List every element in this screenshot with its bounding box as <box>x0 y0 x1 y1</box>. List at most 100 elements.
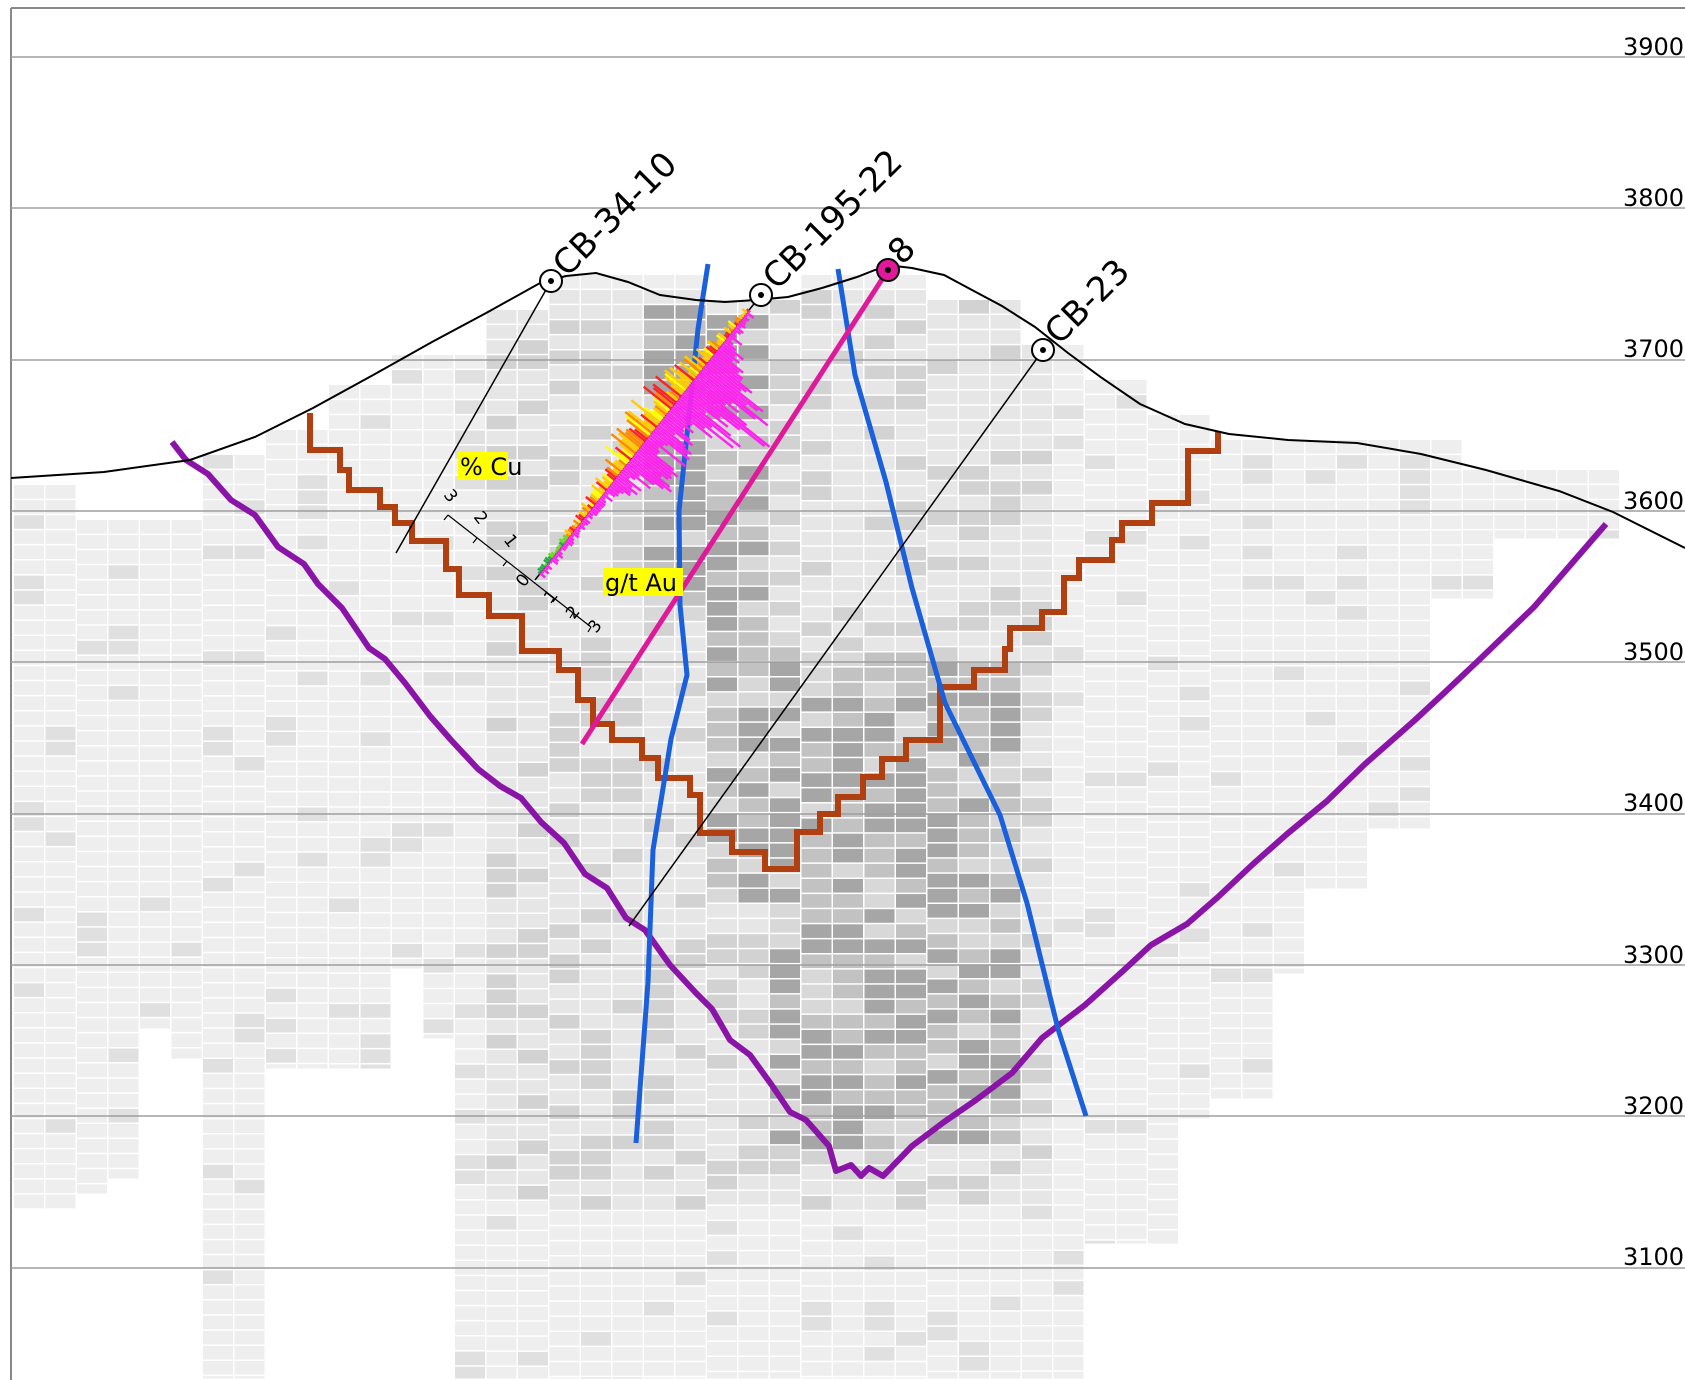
model-block <box>329 898 359 912</box>
model-block <box>423 581 454 596</box>
model-block <box>833 1226 863 1240</box>
model-block <box>864 305 895 319</box>
cu-assay-bar <box>615 476 638 496</box>
model-block <box>549 894 580 908</box>
model-block <box>1116 742 1147 756</box>
model-block <box>1148 581 1178 595</box>
model-block <box>203 741 233 756</box>
model-block <box>423 928 454 943</box>
model-block <box>770 511 800 525</box>
model-block <box>360 671 391 686</box>
model-block <box>1053 1115 1084 1129</box>
au-assay-bar <box>652 383 677 404</box>
au-assay-bar <box>558 541 564 546</box>
model-block <box>1022 1084 1052 1099</box>
model-block <box>990 345 1021 359</box>
model-block <box>297 988 328 1003</box>
model-block <box>738 888 769 903</box>
model-block <box>1148 1170 1178 1184</box>
model-block <box>297 701 328 716</box>
model-block <box>581 1196 611 1210</box>
cu-assay-bar <box>613 478 632 494</box>
model-block <box>171 610 202 625</box>
model-block <box>801 1014 832 1029</box>
cu-assay-bar <box>541 570 545 574</box>
model-block <box>108 1169 139 1179</box>
model-block <box>833 1332 863 1346</box>
model-block <box>707 1296 737 1311</box>
model-block <box>77 776 107 791</box>
model-block <box>486 672 517 686</box>
model-block <box>833 833 863 848</box>
model-block <box>801 486 832 500</box>
model-block <box>896 637 926 651</box>
model-block <box>896 275 926 289</box>
model-block <box>518 974 548 988</box>
model-block <box>1557 485 1588 499</box>
model-block <box>581 305 611 319</box>
model-block <box>392 475 422 490</box>
model-block <box>14 545 44 559</box>
model-block <box>1148 852 1178 867</box>
model-block <box>1053 1220 1084 1235</box>
model-block <box>1274 545 1304 560</box>
cu-assay-bar <box>650 431 669 447</box>
model-block <box>1463 560 1493 575</box>
model-block <box>707 1357 737 1371</box>
model-block <box>990 586 1021 601</box>
model-block <box>1211 908 1241 922</box>
cu-assay-bar <box>646 438 660 450</box>
model-block <box>392 611 422 626</box>
model-block <box>486 929 517 943</box>
model-block <box>486 1095 517 1109</box>
cu-assay-bar <box>547 562 551 566</box>
model-block <box>864 863 895 878</box>
model-block <box>392 823 422 837</box>
model-block <box>833 1105 863 1120</box>
model-block <box>770 1115 800 1129</box>
model-block <box>675 758 706 772</box>
model-block <box>801 667 832 682</box>
model-block <box>612 1196 643 1210</box>
model-block <box>14 1194 44 1209</box>
au-assay-bar <box>589 495 598 504</box>
model-block <box>896 848 926 863</box>
cu-assay-bar <box>642 442 659 456</box>
model-block <box>203 847 233 862</box>
model-block <box>108 927 139 942</box>
model-block <box>1179 1034 1210 1048</box>
model-block <box>423 974 454 988</box>
model-block <box>423 445 454 460</box>
model-block <box>203 1240 233 1254</box>
model-block <box>770 390 800 405</box>
model-block <box>644 1120 674 1135</box>
model-block <box>1022 556 1052 570</box>
model-block <box>297 732 328 746</box>
model-block <box>1337 847 1367 862</box>
model-block <box>833 667 863 682</box>
model-block <box>990 1190 1021 1205</box>
model-block <box>770 662 800 676</box>
model-block <box>1179 822 1210 837</box>
model-block <box>518 944 548 958</box>
model-block <box>360 626 391 641</box>
model-block <box>1053 616 1084 631</box>
model-block <box>423 430 454 445</box>
model-block <box>1242 998 1273 1013</box>
au-assay-bar <box>547 555 553 561</box>
model-block <box>1148 1185 1178 1199</box>
au-assay-bar <box>614 459 625 469</box>
model-block <box>801 441 832 455</box>
model-block <box>297 943 328 957</box>
model-block <box>864 1075 895 1089</box>
model-block <box>203 1089 233 1103</box>
cu-assay-bar <box>562 544 568 550</box>
model-block <box>581 516 611 531</box>
model-block <box>360 1064 391 1069</box>
cu-assay-bar <box>610 482 625 495</box>
model-block <box>392 506 422 520</box>
model-block <box>203 590 233 605</box>
model-block <box>1274 772 1304 786</box>
model-block <box>77 565 107 579</box>
model-block <box>801 728 832 742</box>
